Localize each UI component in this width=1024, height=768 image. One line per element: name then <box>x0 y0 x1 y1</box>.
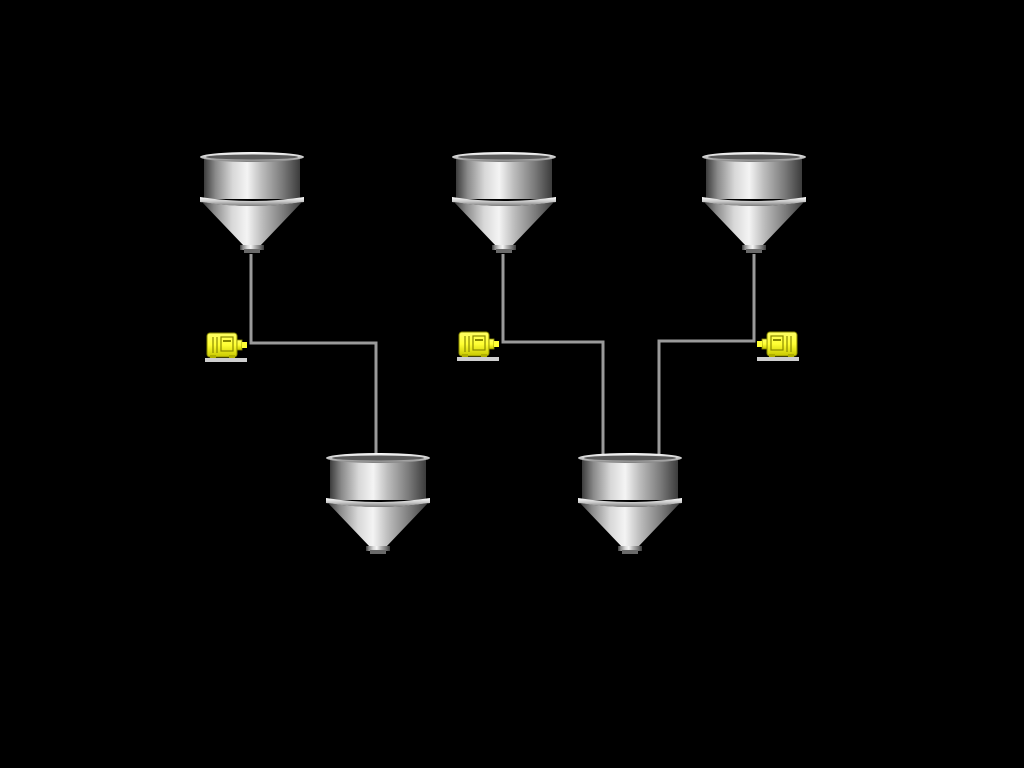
stainless-hopper-icon <box>578 453 682 554</box>
pipe-top-left-to-bottom-left <box>249 254 378 454</box>
electric-motor-icon <box>456 331 500 362</box>
stainless-hopper-icon <box>452 152 556 253</box>
hopper-top-left[interactable] <box>200 152 304 253</box>
hopper-top-center[interactable] <box>452 152 556 253</box>
stainless-hopper-icon <box>200 152 304 253</box>
stainless-hopper-icon <box>702 152 806 253</box>
pipe-top-right-to-bottom-right <box>657 254 756 454</box>
hopper-top-right[interactable] <box>702 152 806 253</box>
electric-motor-icon <box>756 331 800 362</box>
pipe-top-center-to-bottom-right <box>501 254 605 454</box>
motor-left[interactable] <box>204 332 248 363</box>
hopper-bottom-left[interactable] <box>326 453 430 554</box>
pipe-network <box>249 254 756 454</box>
motor-center[interactable] <box>456 331 500 362</box>
stainless-hopper-icon <box>326 453 430 554</box>
hopper-bottom-right[interactable] <box>578 453 682 554</box>
motor-right[interactable] <box>756 331 800 362</box>
electric-motor-icon <box>204 332 248 363</box>
